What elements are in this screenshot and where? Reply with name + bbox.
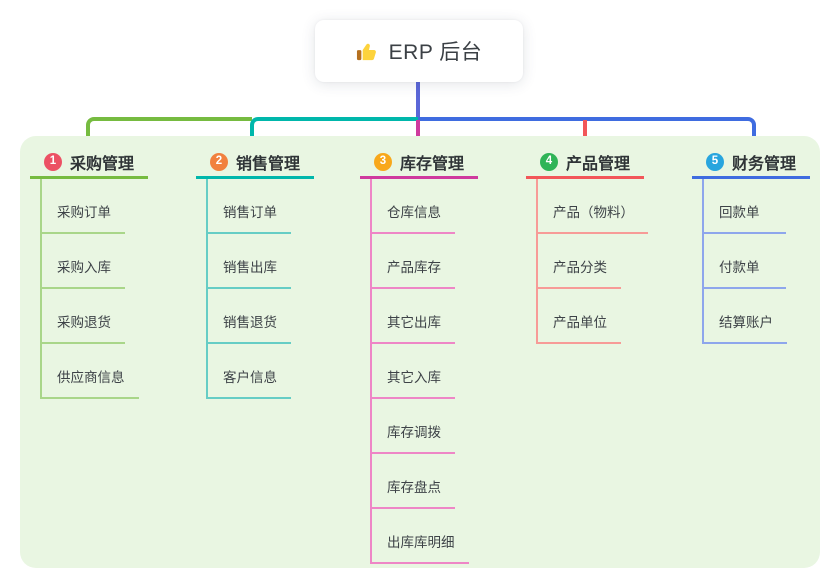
branch-4: 4 产品管理 产品（物料）产品分类产品单位 bbox=[526, 148, 648, 344]
branch-header-5[interactable]: 5 财务管理 bbox=[692, 148, 810, 179]
branch-item[interactable]: 销售出库 bbox=[206, 234, 291, 289]
connector-branch-3 bbox=[416, 120, 420, 149]
root-connector-line bbox=[416, 81, 420, 120]
branch-3: 3 库存管理 仓库信息产品库存其它出库其它入库库存调拨库存盘点出库库明细 bbox=[360, 148, 478, 564]
branch-item[interactable]: 仓库信息 bbox=[370, 179, 455, 234]
branch-number-badge: 5 bbox=[706, 153, 724, 171]
branch-5: 5 财务管理 回款单付款单结算账户 bbox=[692, 148, 810, 344]
branch-item[interactable]: 销售退货 bbox=[206, 289, 291, 344]
branch-item[interactable]: 销售订单 bbox=[206, 179, 291, 234]
branch-children: 销售订单销售出库销售退货客户信息 bbox=[206, 179, 314, 399]
branch-trunk-line bbox=[536, 179, 538, 344]
branch-item[interactable]: 结算账户 bbox=[702, 289, 787, 344]
branch-title: 产品管理 bbox=[566, 156, 631, 173]
branch-header-1[interactable]: 1 采购管理 bbox=[30, 148, 148, 179]
connector-branch-4 bbox=[583, 120, 587, 149]
branch-item[interactable]: 回款单 bbox=[702, 179, 786, 234]
branch-trunk-line bbox=[702, 179, 704, 344]
connector-branch-2 bbox=[250, 117, 418, 149]
connector-branch-5 bbox=[418, 117, 756, 149]
branch-item[interactable]: 产品单位 bbox=[536, 289, 621, 344]
branch-item[interactable]: 出库库明细 bbox=[370, 509, 469, 564]
branch-trunk-line bbox=[206, 179, 208, 399]
branch-children: 采购订单采购入库采购退货供应商信息 bbox=[40, 179, 148, 399]
branch-title: 销售管理 bbox=[236, 156, 301, 173]
branch-item[interactable]: 采购入库 bbox=[40, 234, 125, 289]
branch-item[interactable]: 其它入库 bbox=[370, 344, 455, 399]
branch-item[interactable]: 库存调拨 bbox=[370, 399, 455, 454]
branch-item[interactable]: 库存盘点 bbox=[370, 454, 455, 509]
branch-item[interactable]: 产品（物料） bbox=[536, 179, 648, 234]
branch-trunk-line bbox=[370, 179, 372, 564]
branch-item[interactable]: 采购订单 bbox=[40, 179, 125, 234]
branch-1: 1 采购管理 采购订单采购入库采购退货供应商信息 bbox=[30, 148, 148, 399]
branch-item[interactable]: 产品分类 bbox=[536, 234, 621, 289]
branch-trunk-line bbox=[40, 179, 42, 399]
thumbs-up-icon bbox=[356, 40, 379, 63]
branch-item[interactable]: 产品库存 bbox=[370, 234, 455, 289]
root-node-label: ERP 后台 bbox=[388, 41, 483, 64]
branch-title: 采购管理 bbox=[70, 156, 135, 173]
branch-number-badge: 1 bbox=[44, 153, 62, 171]
branch-item[interactable]: 付款单 bbox=[702, 234, 786, 289]
branch-number-badge: 2 bbox=[210, 153, 228, 171]
branch-children: 仓库信息产品库存其它出库其它入库库存调拨库存盘点出库库明细 bbox=[370, 179, 478, 564]
branch-item[interactable]: 采购退货 bbox=[40, 289, 125, 344]
branches-panel bbox=[20, 136, 820, 568]
connector-branch-1 bbox=[86, 117, 252, 149]
branch-header-2[interactable]: 2 销售管理 bbox=[196, 148, 314, 179]
root-node-erp[interactable]: ERP 后台 bbox=[315, 20, 523, 82]
branch-item[interactable]: 其它出库 bbox=[370, 289, 455, 344]
branch-number-badge: 3 bbox=[374, 153, 392, 171]
branch-header-3[interactable]: 3 库存管理 bbox=[360, 148, 478, 179]
branch-children: 回款单付款单结算账户 bbox=[702, 179, 810, 344]
branch-2: 2 销售管理 销售订单销售出库销售退货客户信息 bbox=[196, 148, 314, 399]
branch-number-badge: 4 bbox=[540, 153, 558, 171]
branch-title: 库存管理 bbox=[400, 156, 465, 173]
branch-item[interactable]: 客户信息 bbox=[206, 344, 291, 399]
branch-children: 产品（物料）产品分类产品单位 bbox=[536, 179, 648, 344]
branch-header-4[interactable]: 4 产品管理 bbox=[526, 148, 644, 179]
branch-item[interactable]: 供应商信息 bbox=[40, 344, 139, 399]
branch-title: 财务管理 bbox=[732, 156, 797, 173]
